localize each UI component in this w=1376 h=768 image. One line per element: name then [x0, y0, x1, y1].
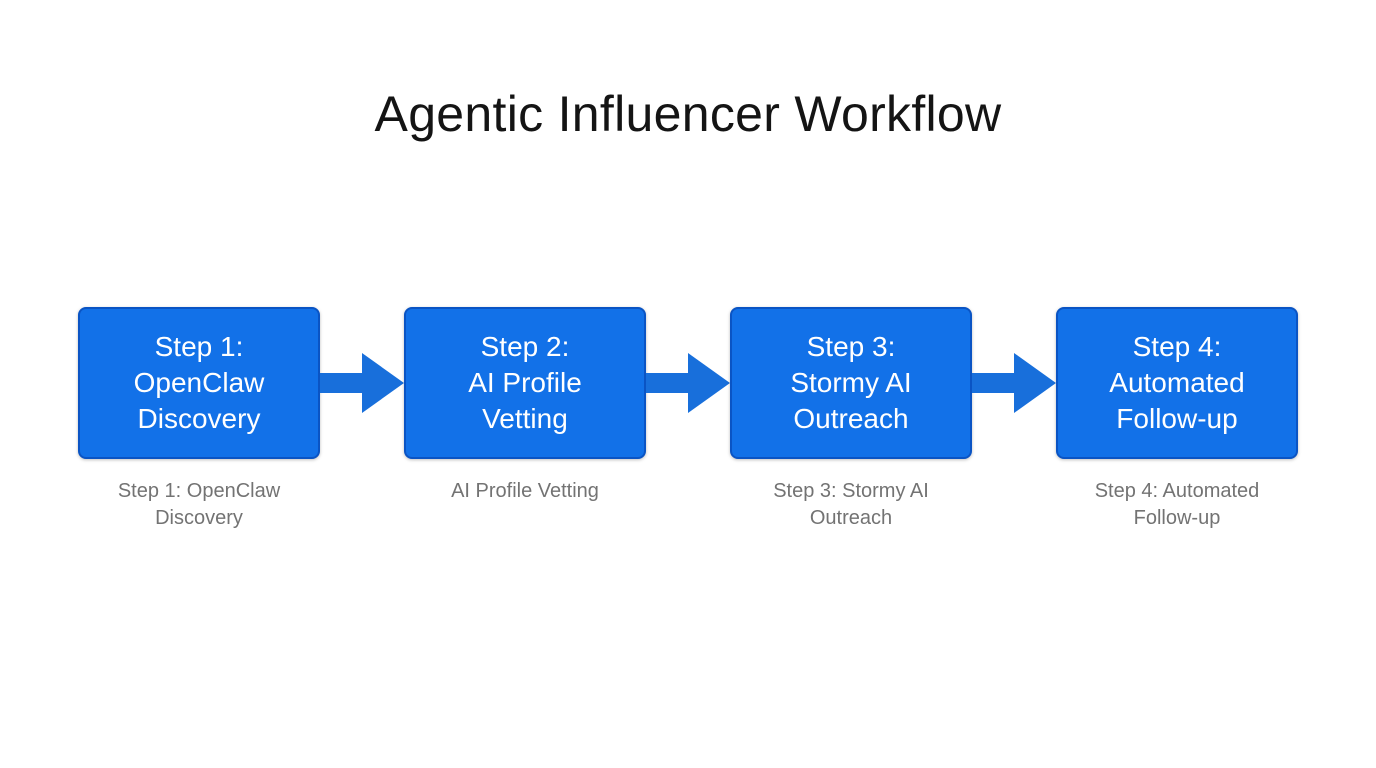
page-title: Agentic Influencer Workflow	[374, 86, 1002, 142]
step-caption: Step 1: OpenClaw Discovery	[117, 480, 281, 529]
step-node-label: Step 4: Automated Follow-up	[1109, 331, 1245, 434]
step-node-1: Step 1: OpenClaw Discovery	[78, 307, 320, 459]
step-caption: Step 4: Automated Follow-up	[1094, 480, 1260, 529]
step-caption: Step 3: Stormy AI Outreach	[773, 480, 929, 529]
arrow-right-icon	[320, 351, 404, 415]
step-node-label: Step 3: Stormy AI Outreach	[790, 331, 912, 434]
step-3: Step 3: Stormy AI Outreach Step 3: Storm…	[730, 307, 972, 532]
step-node-4: Step 4: Automated Follow-up	[1056, 307, 1298, 459]
step-node-label: Step 1: OpenClaw Discovery	[133, 331, 265, 434]
step-1: Step 1: OpenClaw Discovery Step 1: OpenC…	[78, 307, 320, 532]
step-node-2: Step 2: AI Profile Vetting	[404, 307, 646, 459]
arrow-right-icon	[646, 351, 730, 415]
arrow-right-icon	[972, 351, 1056, 415]
workflow-steps-row: Step 1: OpenClaw Discovery Step 1: OpenC…	[78, 307, 1298, 532]
step-node-label: Step 2: AI Profile Vetting	[468, 331, 582, 434]
step-node-3: Step 3: Stormy AI Outreach	[730, 307, 972, 459]
step-caption: AI Profile Vetting	[451, 480, 599, 502]
step-2: Step 2: AI Profile Vetting AI Profile Ve…	[404, 307, 646, 505]
step-4: Step 4: Automated Follow-up Step 4: Auto…	[1056, 307, 1298, 532]
